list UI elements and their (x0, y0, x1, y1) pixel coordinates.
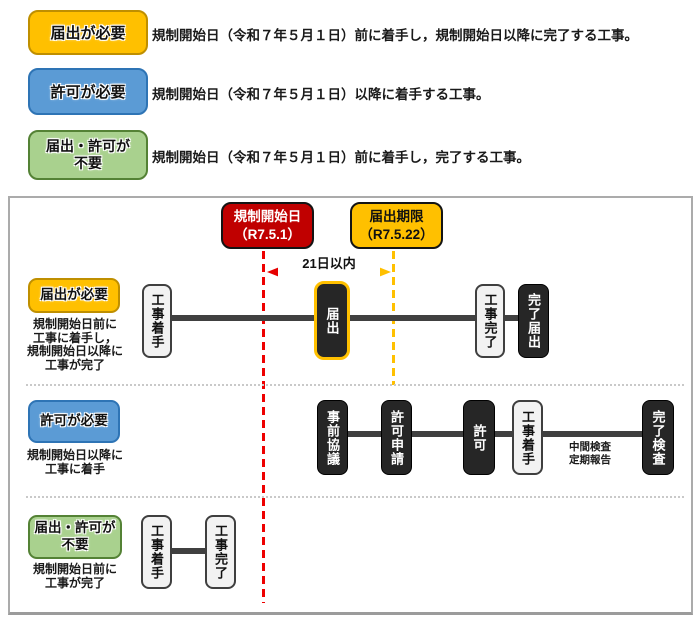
row2-step-permission-application: 許可申請 (381, 400, 412, 475)
row-separator-2 (26, 496, 684, 498)
row2-mid-note: 中間検査 定期報告 (569, 441, 611, 466)
row2-step-completion-inspection: 完了検査 (642, 400, 674, 475)
row1-step-notification: 届出 (314, 281, 350, 360)
interval-arrow (267, 267, 391, 277)
legend-label: 届出が必要 (50, 25, 126, 42)
legend-box-permission-required: 許可が必要 (28, 68, 148, 115)
row2-step-prior-consultation: 事前協議 (317, 400, 348, 475)
row2-step-permission: 許可 (463, 400, 495, 475)
row3-timeline (156, 548, 221, 554)
row1-label: 届出が必要 (28, 278, 120, 313)
row1-step-construction-start: 工事着手 (142, 284, 172, 358)
row2-step-construction-start: 工事着手 (512, 400, 543, 475)
regulation-start-badge: 規制開始日 （R7.5.1） (221, 202, 314, 249)
row-separator-1 (26, 384, 684, 386)
notification-deadline-badge: 届出期限 （R7.5.22） (350, 202, 443, 249)
row3-description: 規制開始日前に 工事が完了 (32, 562, 117, 590)
legend-desc-permission-required: 規制開始日（令和７年５月１日）以降に着手する工事。 (152, 87, 490, 102)
legend-box-not-required: 届出・許可が 不要 (28, 130, 148, 180)
row1-description: 規制開始日前に 工事に着手し， 規制開始日以降に 工事が完了 (26, 317, 123, 373)
row3-label-text: 届出・許可が 不要 (34, 520, 116, 552)
row2-label: 許可が必要 (28, 400, 120, 443)
legend-desc-notification-required: 規制開始日（令和７年５月１日）前に着手し，規制開始日以降に完了する工事。 (152, 28, 638, 43)
timeline-panel (8, 196, 693, 615)
row1-label-text: 届出が必要 (40, 287, 108, 303)
row1-step-construction-complete: 工事完了 (475, 284, 505, 358)
legend-label: 許可が必要 (50, 84, 126, 101)
row2-description: 規制開始日以降に 工事に着手 (26, 448, 123, 476)
row3-step-construction-complete: 工事完了 (205, 515, 236, 589)
row3-step-construction-start: 工事着手 (141, 515, 172, 589)
legend-box-notification-required: 届出が必要 (28, 10, 148, 55)
row2-label-text: 許可が必要 (40, 413, 108, 429)
legend-desc-not-required: 規制開始日（令和７年５月１日）前に着手し，完了する工事。 (152, 150, 530, 165)
row3-label: 届出・許可が 不要 (28, 515, 122, 559)
row1-step-completion-notification: 完了届出 (518, 284, 549, 358)
interval-label: 21日以内 (302, 256, 356, 271)
legend-label: 届出・許可が 不要 (46, 137, 130, 172)
regulation-start-dashed-line (262, 251, 265, 603)
